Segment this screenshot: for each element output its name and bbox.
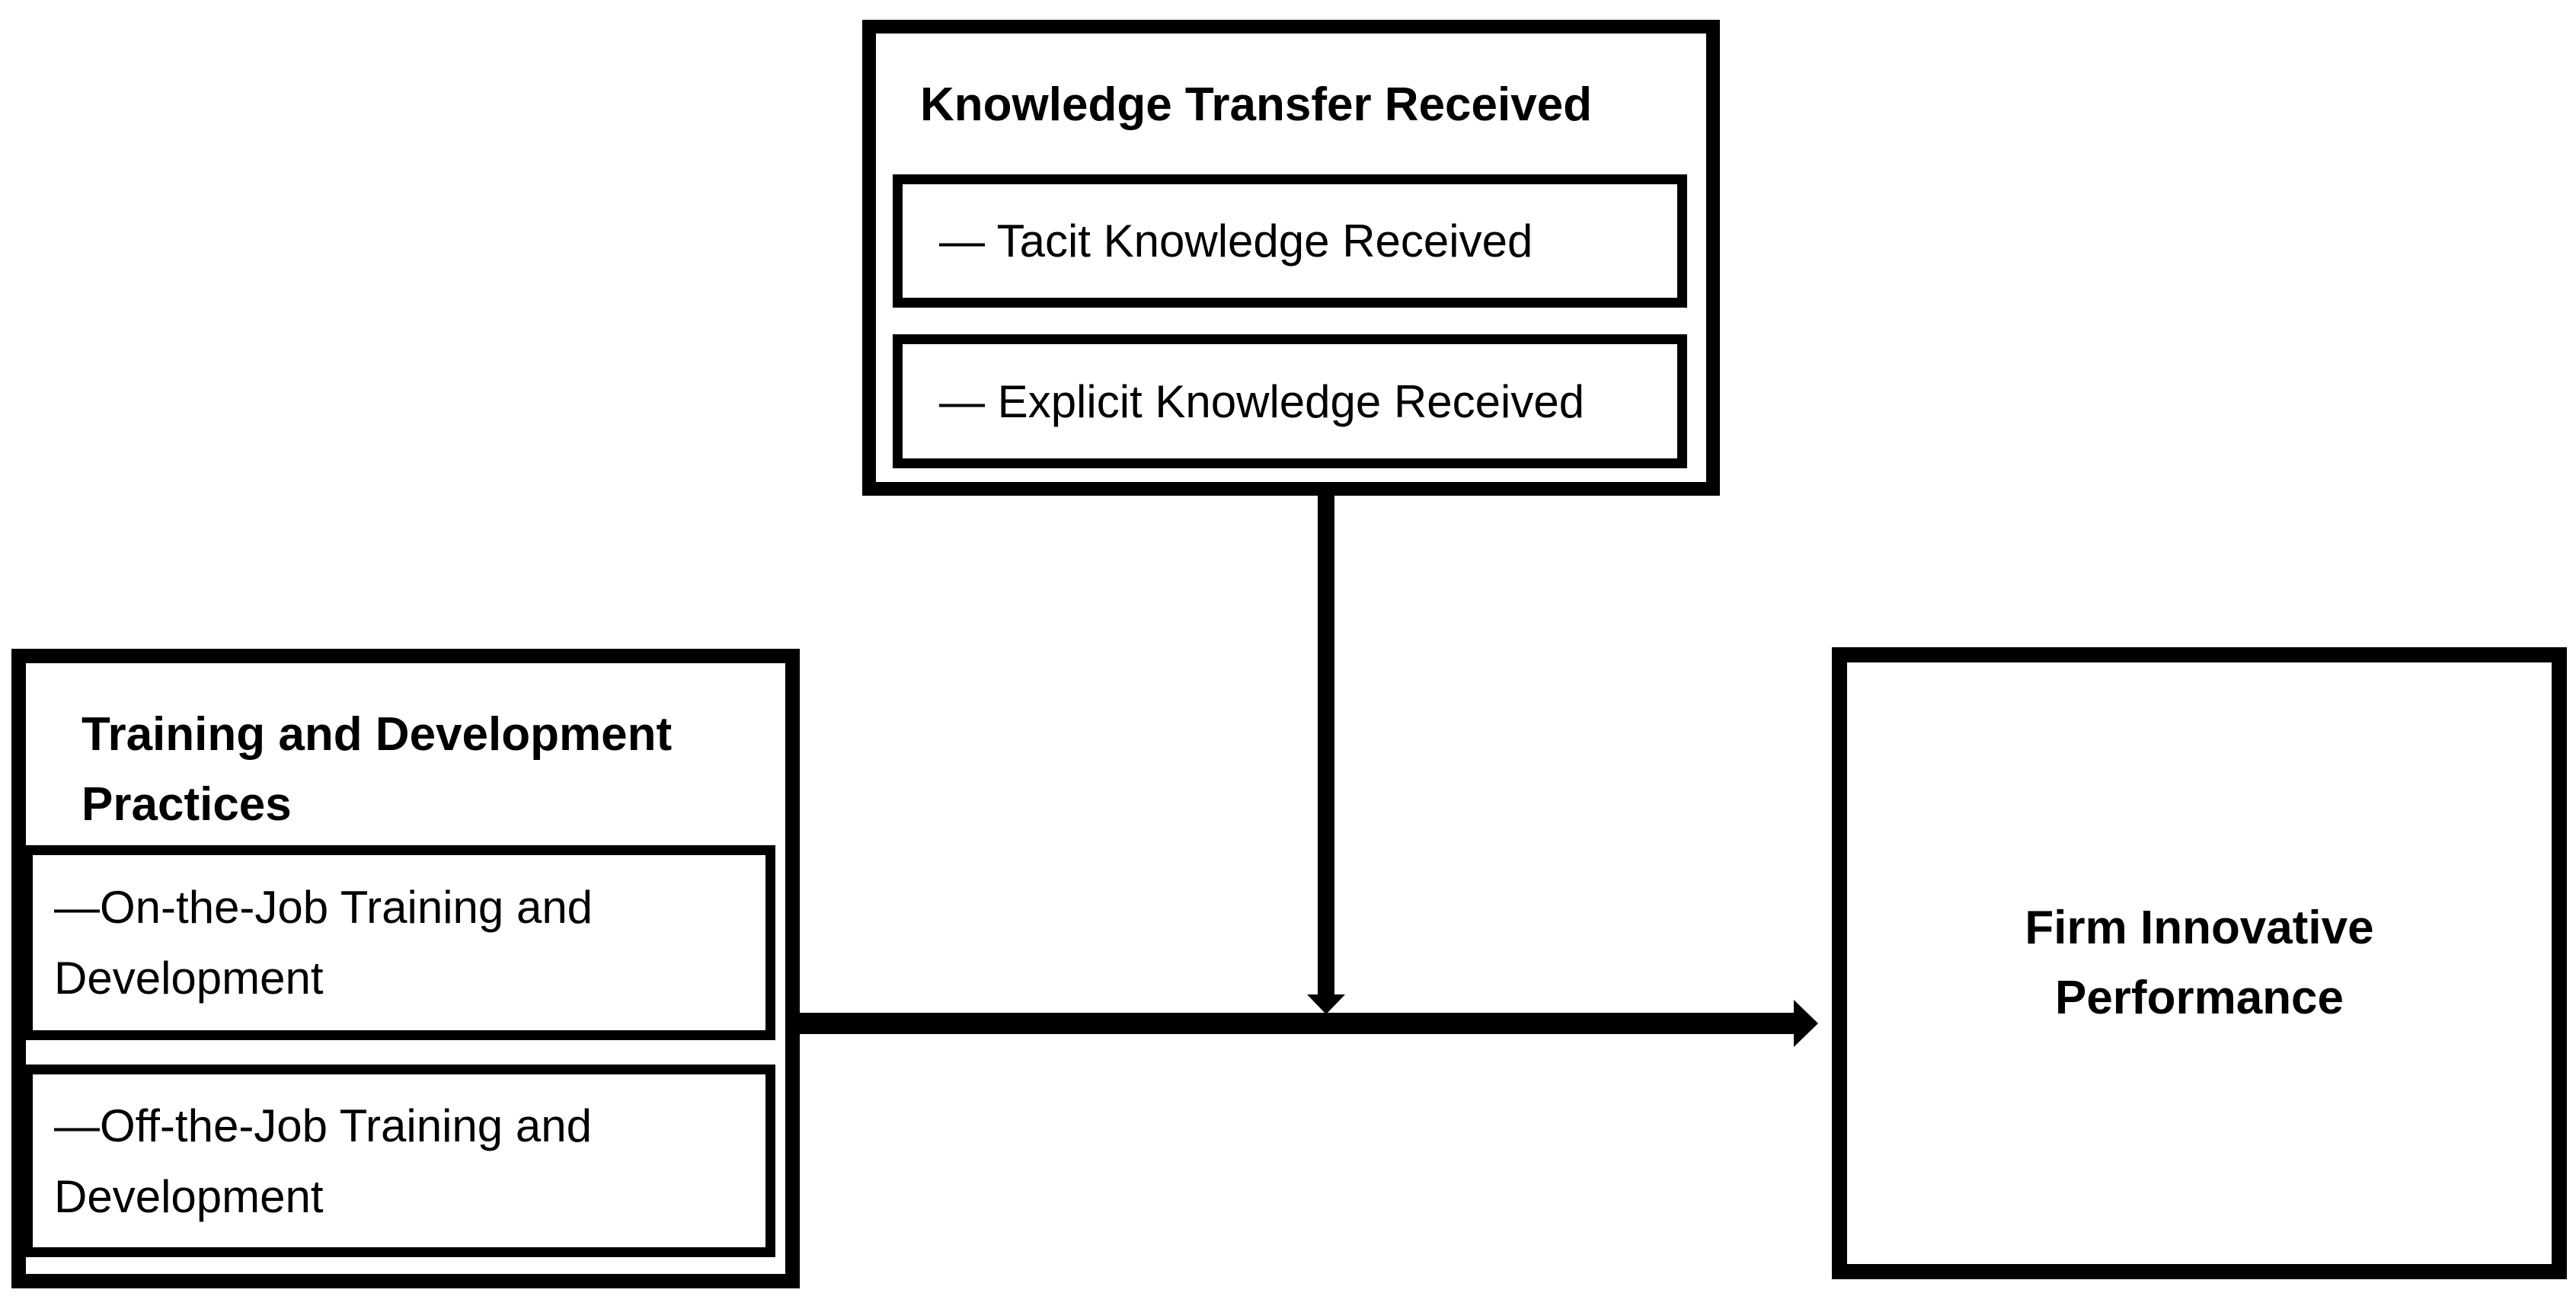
moderation-arrow-head-icon [1307,994,1345,1014]
training-development-practices-box: Training and Development Practices —On-t… [11,649,800,1288]
explicit-knowledge-received-label: — Explicit Knowledge Received [939,375,1585,427]
off-the-job-training-box: —Off-the-Job Training and Development [23,1065,775,1257]
knowledge-transfer-received-title: Knowledge Transfer Received [920,78,1593,131]
firm-innovative-performance-label: Firm Innovative Performance [2025,902,2374,1024]
on-the-job-training-label: —On-the-Job Training and Development [54,882,593,1004]
training-development-practices-title: Training and Development Practices [81,708,673,831]
main-effect-arrow-line [800,1013,1795,1034]
knowledge-transfer-received-box: Knowledge Transfer Received — Tacit Know… [862,20,1720,496]
tacit-knowledge-received-label: — Tacit Knowledge Received [939,215,1533,267]
tacit-knowledge-received-box: — Tacit Knowledge Received [893,174,1687,308]
firm-innovative-performance-box: Firm Innovative Performance [1832,647,2567,1279]
on-the-job-training-box: —On-the-Job Training and Development [23,845,775,1040]
main-effect-arrow-head-icon [1794,1000,1818,1047]
moderation-arrow-line [1318,496,1334,997]
explicit-knowledge-received-box: — Explicit Knowledge Received [893,334,1687,468]
off-the-job-training-label: —Off-the-Job Training and Development [54,1100,592,1222]
